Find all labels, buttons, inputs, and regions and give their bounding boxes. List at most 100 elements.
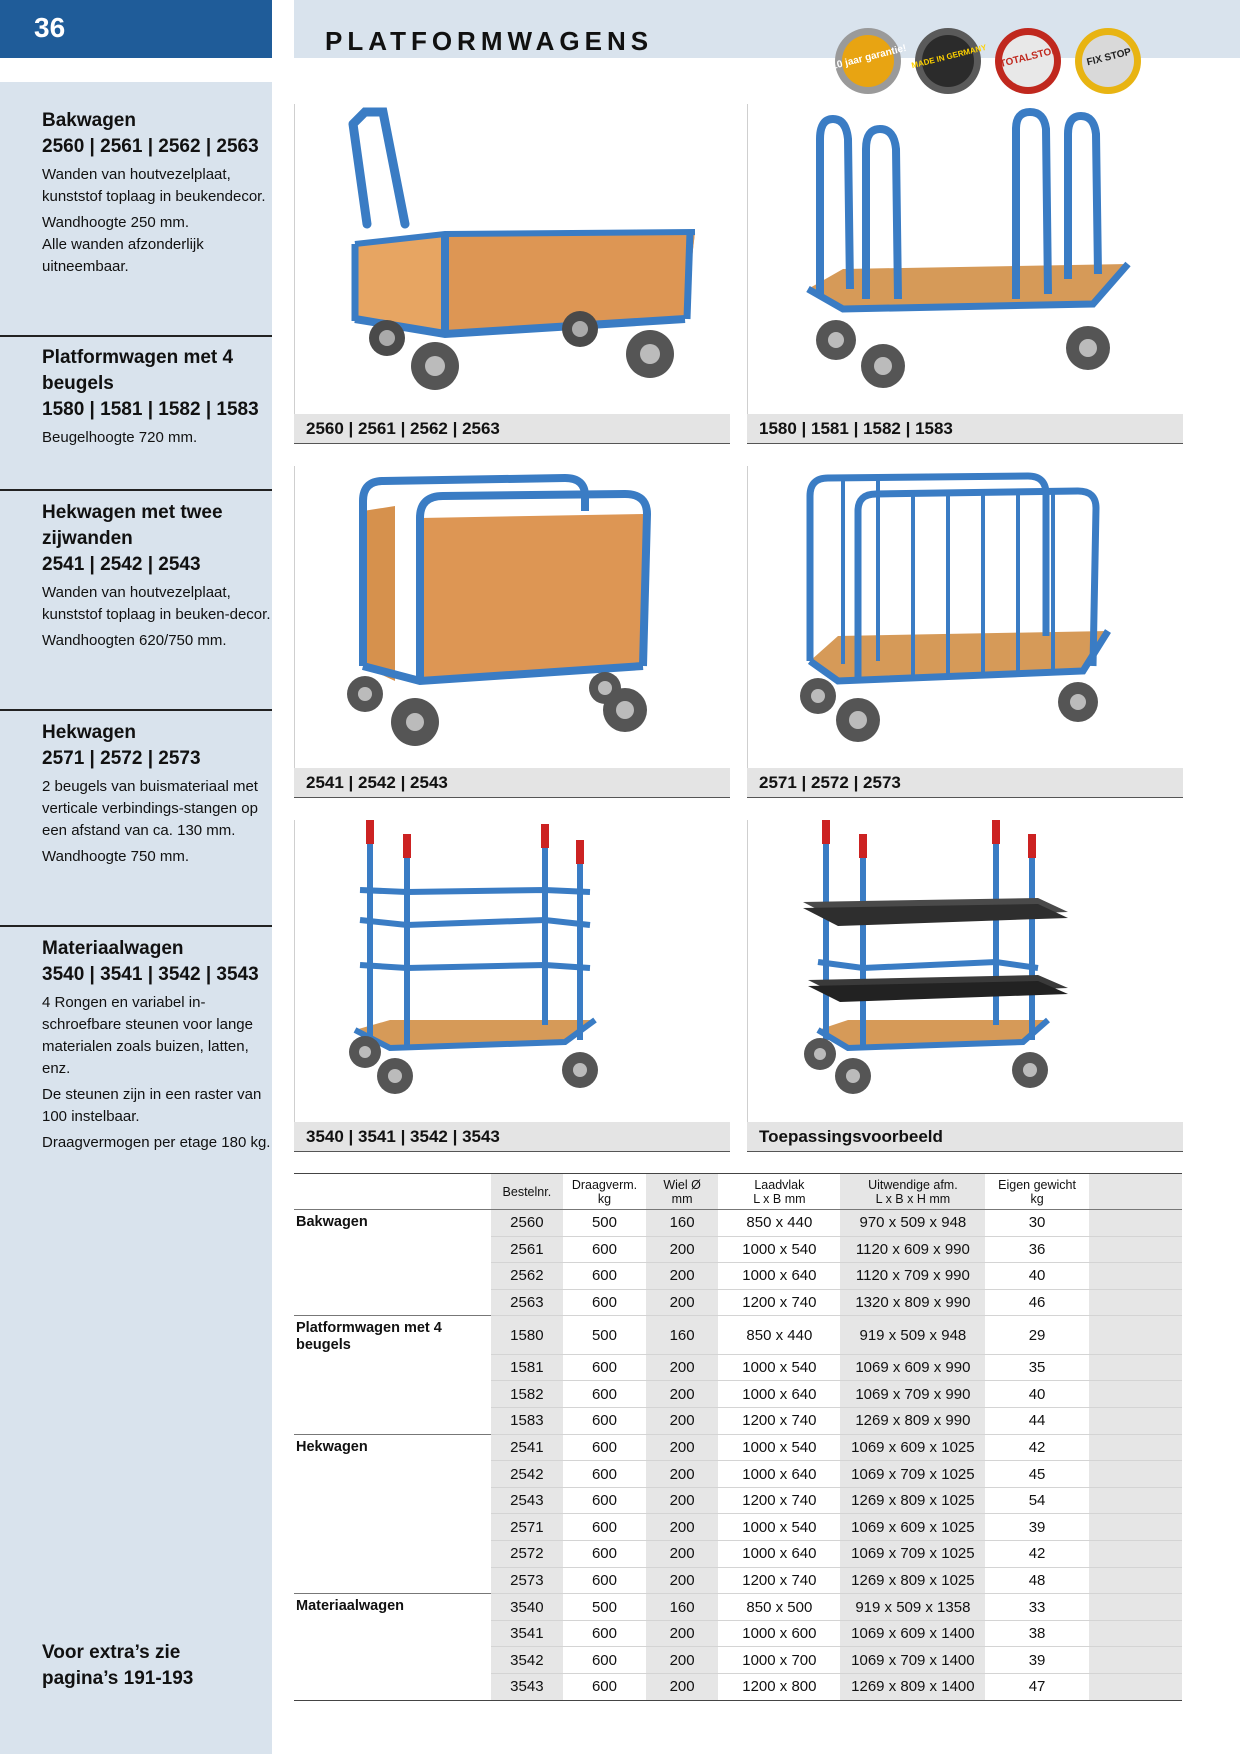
table-cell: 200 — [645, 1380, 719, 1409]
table-cell: 1200 x 740 — [718, 1567, 841, 1595]
table-cell: 1000 x 540 — [718, 1513, 841, 1542]
totalstop-badge-icon: TOTALSTOP — [995, 28, 1061, 94]
table-cell: 1581 — [490, 1354, 564, 1382]
table-cell: 40 — [985, 1262, 1089, 1290]
section-codes: 2571 | 2572 | 2573 — [42, 748, 201, 769]
table-cell: 600 — [563, 1289, 646, 1317]
table-cell: 3541 — [490, 1620, 564, 1648]
table-cell: 39 — [985, 1646, 1089, 1674]
sidebar — [0, 0, 272, 1754]
hekwagen-image — [747, 466, 1183, 768]
sidebar-divider — [0, 925, 272, 927]
table-cell: 200 — [645, 1407, 719, 1435]
table-cell: 54 — [985, 1487, 1089, 1515]
table-cell: 1582 — [490, 1380, 564, 1409]
table-cell: 2541 — [490, 1433, 564, 1462]
table-cell: 47 — [985, 1673, 1089, 1701]
panel-caption: 1580 | 1581 | 1582 | 1583 — [747, 414, 1183, 444]
product-panel-hekwagen: 2571 | 2572 | 2573 — [747, 466, 1183, 798]
table-cell: 1583 — [490, 1407, 564, 1435]
table-cell: 1000 x 540 — [718, 1433, 841, 1462]
panel-caption: Toepassingsvoorbeeld — [747, 1122, 1183, 1152]
table-cell: 2543 — [490, 1487, 564, 1515]
section-title: Hekwagen — [42, 722, 136, 743]
table-cell: 160 — [645, 1209, 719, 1237]
table-cell: 2562 — [490, 1262, 564, 1290]
made-in-germany-badge-icon: MADE IN GERMANY — [911, 28, 987, 94]
fixstop-badge-icon: FIX STOP — [1075, 28, 1141, 94]
table-cell: 1000 x 640 — [718, 1460, 841, 1488]
table-cell: 1120 x 609 x 990 — [840, 1236, 986, 1264]
table-cell: 200 — [645, 1236, 719, 1264]
table-cell: 600 — [563, 1262, 646, 1290]
table-cell: 970 x 509 x 948 — [840, 1209, 986, 1237]
section-title: Bakwagen — [42, 110, 136, 131]
table-cell: 600 — [563, 1354, 646, 1382]
table-cell: 3542 — [490, 1646, 564, 1674]
table-cell: 1269 x 809 x 1025 — [840, 1487, 986, 1515]
panel-caption: 2571 | 2572 | 2573 — [747, 768, 1183, 798]
section-text: 4 Rongen en variabel in-schroefbare steu… — [42, 994, 253, 1077]
table-cell: 200 — [645, 1433, 719, 1462]
page-number-box: 36 — [0, 0, 272, 58]
table-cell: 600 — [563, 1380, 646, 1409]
table-cell: 30 — [985, 1209, 1089, 1237]
materiaalwagen-image — [294, 820, 730, 1122]
table-cell: 35 — [985, 1354, 1089, 1382]
table-cell: 200 — [645, 1460, 719, 1488]
page-title: PLATFORMWAGENS — [325, 26, 654, 56]
table-cell: 1000 x 540 — [718, 1354, 841, 1382]
table-cell: 1000 x 600 — [718, 1620, 841, 1648]
table-cell: 500 — [563, 1593, 646, 1621]
table-cell: 200 — [645, 1354, 719, 1382]
table-cell: 1069 x 709 x 1025 — [840, 1460, 986, 1488]
table-cell: 1069 x 709 x 1025 — [840, 1540, 986, 1568]
section-codes: 2541 | 2542 | 2543 — [42, 554, 201, 575]
table-cell: 600 — [563, 1620, 646, 1648]
table-cell: 1320 x 809 x 990 — [840, 1289, 986, 1317]
table-cell: 1200 x 740 — [718, 1487, 841, 1515]
table-cell: 600 — [563, 1407, 646, 1435]
table-cell: 45 — [985, 1460, 1089, 1488]
product-panel-toepassingsvoorbeeld: Toepassingsvoorbeeld — [747, 820, 1183, 1152]
group-name: Materiaalwagen — [294, 1593, 491, 1621]
table-cell: 200 — [645, 1673, 719, 1701]
product-panel-platformwagen: 1580 | 1581 | 1582 | 1583 — [747, 104, 1183, 444]
table-cell: 1000 x 700 — [718, 1646, 841, 1674]
table-cell: 1120 x 709 x 990 — [840, 1262, 986, 1290]
table-cell: 44 — [985, 1407, 1089, 1435]
panel-caption-text: 2560 | 2561 | 2562 | 2563 — [306, 419, 500, 438]
table-cell: 200 — [645, 1289, 719, 1317]
table-cell: 2560 — [490, 1209, 564, 1237]
table-cell: 1269 x 809 x 1025 — [840, 1567, 986, 1595]
table-cell: 200 — [645, 1646, 719, 1674]
section-text: Wandhoogten 620/750 mm. — [42, 632, 227, 649]
table-cell: 42 — [985, 1433, 1089, 1462]
panel-caption: 2541 | 2542 | 2543 — [294, 768, 730, 798]
table-cell: 200 — [645, 1540, 719, 1568]
table-cell: 919 x 509 x 1358 — [840, 1593, 986, 1621]
table-cell: 1069 x 609 x 1025 — [840, 1513, 986, 1542]
group-name: Hekwagen — [294, 1433, 491, 1461]
table-cell: 2573 — [490, 1567, 564, 1595]
table-cell: 160 — [645, 1593, 719, 1621]
sidebar-section-materiaalwagen: Materiaalwagen 3540 | 3541 | 3542 | 3543… — [42, 936, 272, 1158]
table-cell: 46 — [985, 1289, 1089, 1317]
badges: 10 jaar garantie! MADE IN GERMANY TOTALS… — [830, 28, 1145, 94]
panel-caption-text: 3540 | 3541 | 3542 | 3543 — [306, 1127, 500, 1146]
table-cell: 200 — [645, 1513, 719, 1542]
sidebar-section-hekwagen-zijwanden: Hekwagen met twee zijwanden 2541 | 2542 … — [42, 500, 272, 656]
table-cell: 200 — [645, 1567, 719, 1595]
section-text: De steunen zijn in een raster van 100 in… — [42, 1086, 262, 1125]
table-cell: 850 x 500 — [718, 1593, 841, 1621]
